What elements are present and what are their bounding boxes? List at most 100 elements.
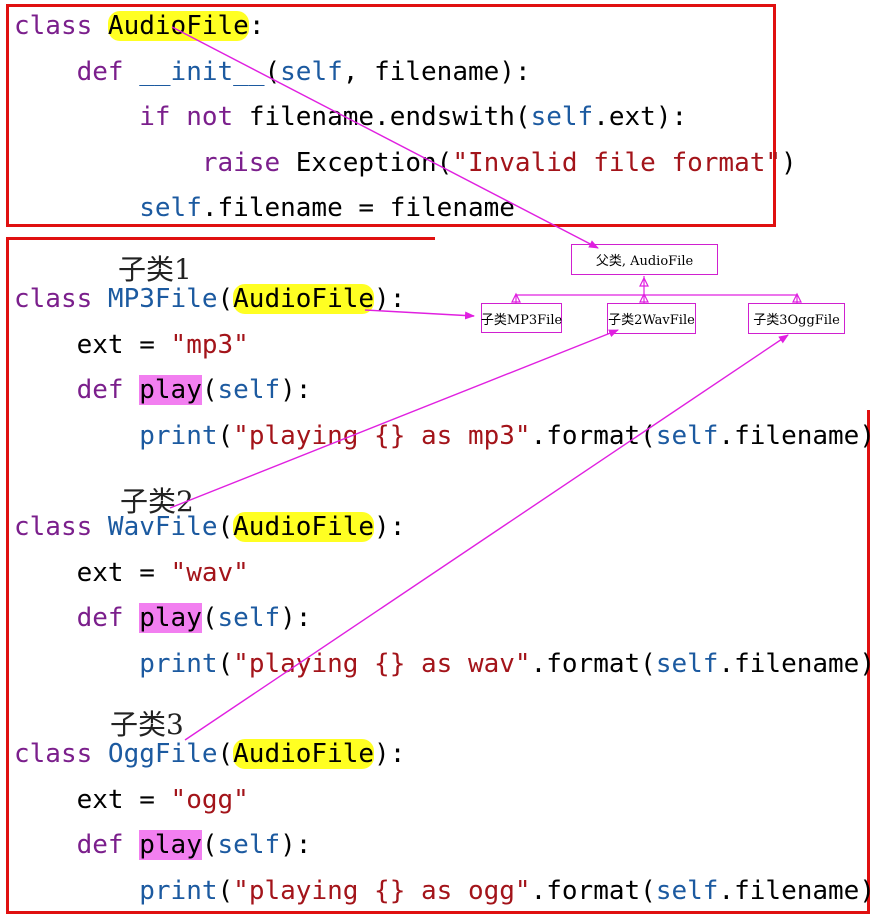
code-line: self.filename = filename bbox=[14, 176, 797, 223]
code-token: OggFile bbox=[107, 739, 218, 769]
code-token: class bbox=[14, 739, 108, 769]
code-token: : bbox=[248, 11, 265, 41]
code-token: "playing {} as ogg" bbox=[233, 875, 531, 906]
highlighted-method: play bbox=[139, 603, 202, 633]
code-token: ext = bbox=[76, 329, 171, 360]
code-token: print bbox=[139, 420, 218, 451]
highlighted-base-class: AudioFile bbox=[107, 11, 249, 41]
code-token: def bbox=[76, 603, 140, 633]
uml-inheritance-lines bbox=[511, 276, 802, 303]
base-class-code: class AudioFile: def __init__(self, file… bbox=[14, 11, 797, 223]
code-token: ( bbox=[217, 739, 234, 769]
code-token: ): bbox=[374, 739, 406, 769]
code-line: raise Exception("Invalid file format") bbox=[14, 130, 797, 176]
code-line: print("playing {} as ogg".format(self.fi… bbox=[14, 858, 876, 904]
code-line: class MP3File(AudioFile): bbox=[14, 284, 876, 314]
code-token: .ext): bbox=[593, 102, 688, 132]
wavfile-class-code: class WavFile(AudioFile): ext = "wav" de… bbox=[14, 512, 876, 677]
uml-parent-box: 父类, AudioFile bbox=[571, 244, 718, 275]
code-token: self bbox=[217, 375, 281, 405]
code-token: self bbox=[655, 648, 719, 679]
code-line: print("playing {} as wav".format(self.fi… bbox=[14, 631, 876, 677]
code-token: MP3File bbox=[107, 284, 218, 314]
arrow-ogg-to-box bbox=[184, 334, 789, 741]
code-token: ): bbox=[374, 512, 406, 542]
code-token: ): bbox=[280, 375, 312, 405]
code-token: ( bbox=[201, 375, 218, 405]
code-token: Exception( bbox=[295, 147, 453, 178]
code-token: class bbox=[14, 284, 108, 314]
code-token: filename.endswith( bbox=[248, 102, 531, 132]
code-token: .filename)) bbox=[718, 648, 876, 679]
code-token: "mp3" bbox=[170, 329, 249, 360]
code-token: .format( bbox=[530, 648, 656, 679]
code-token: ): bbox=[280, 830, 312, 860]
code-line: def play(self): bbox=[14, 586, 876, 633]
code-token: .format( bbox=[530, 875, 656, 906]
code-token: ext = bbox=[76, 784, 171, 815]
code-token: ( bbox=[217, 875, 234, 906]
code-line: if not filename.endswith(self.ext): bbox=[14, 85, 797, 132]
code-token: raise bbox=[201, 147, 296, 178]
code-token: self bbox=[217, 603, 281, 633]
highlighted-base-class: AudioFile bbox=[233, 284, 375, 314]
code-token: ): bbox=[280, 603, 312, 633]
code-token: def bbox=[76, 830, 140, 860]
code-token: self bbox=[217, 830, 281, 860]
subclass-2-label: 子类2 bbox=[120, 485, 194, 518]
code-token: .filename)) bbox=[718, 420, 876, 451]
code-line: class OggFile(AudioFile): bbox=[14, 739, 876, 769]
highlighted-base-class: AudioFile bbox=[233, 512, 375, 542]
code-token: .filename)) bbox=[718, 875, 876, 906]
code-line: def __init__(self, filename): bbox=[14, 39, 797, 85]
code-token: ( bbox=[217, 648, 234, 679]
code-token: self bbox=[139, 193, 202, 223]
code-token: class bbox=[14, 11, 108, 41]
code-line: ext = "ogg" bbox=[14, 767, 876, 813]
code-token: WavFile bbox=[107, 512, 218, 542]
code-token: ( bbox=[201, 830, 218, 860]
code-token: ( bbox=[201, 603, 218, 633]
code-token: .filename = filename bbox=[201, 193, 515, 223]
uml-child-mp3-box: 子类MP3File bbox=[481, 303, 562, 333]
code-token: ( bbox=[217, 512, 234, 542]
subclass-3-label: 子类3 bbox=[110, 708, 184, 741]
code-token: "wav" bbox=[170, 557, 249, 588]
code-token: class bbox=[14, 512, 108, 542]
mp3file-class-code: class MP3File(AudioFile): ext = "mp3" de… bbox=[14, 284, 876, 449]
code-token: ) bbox=[781, 147, 797, 178]
code-line: def play(self): bbox=[14, 358, 876, 405]
code-token: ( bbox=[217, 284, 234, 314]
code-token: , filename): bbox=[342, 56, 531, 87]
code-token: "playing {} as mp3" bbox=[233, 420, 531, 451]
oggfile-class-code: class OggFile(AudioFile): ext = "ogg" de… bbox=[14, 739, 876, 904]
highlighted-method: play bbox=[139, 830, 202, 860]
code-token: self bbox=[655, 875, 719, 906]
code-line: ext = "wav" bbox=[14, 540, 876, 586]
code-token: ( bbox=[217, 420, 234, 451]
code-line: class AudioFile: bbox=[14, 11, 797, 41]
uml-child-wav-box: 子类2WavFile bbox=[607, 303, 696, 334]
code-line: def play(self): bbox=[14, 813, 876, 860]
code-token: self bbox=[655, 420, 719, 451]
code-token: ( bbox=[264, 56, 281, 87]
code-token: print bbox=[139, 875, 218, 906]
code-line: class WavFile(AudioFile): bbox=[14, 512, 876, 542]
code-token: self bbox=[530, 102, 594, 132]
code-token: def bbox=[76, 375, 140, 405]
code-token: print bbox=[139, 648, 218, 679]
code-token: ext = bbox=[76, 557, 171, 588]
code-token: "playing {} as wav" bbox=[233, 648, 531, 679]
code-token: self bbox=[280, 56, 343, 87]
code-token: __init__ bbox=[139, 56, 265, 87]
code-token: .format( bbox=[530, 420, 656, 451]
uml-child-ogg-box: 子类3OggFile bbox=[748, 303, 845, 334]
arrow-wav-to-box bbox=[169, 329, 619, 509]
highlighted-method: play bbox=[139, 375, 202, 405]
code-token: if not bbox=[139, 102, 249, 132]
code-line: print("playing {} as mp3".format(self.fi… bbox=[14, 403, 876, 449]
code-token: def bbox=[76, 56, 140, 87]
code-token: "Invalid file format" bbox=[452, 147, 782, 178]
base-class-frame bbox=[6, 4, 776, 227]
